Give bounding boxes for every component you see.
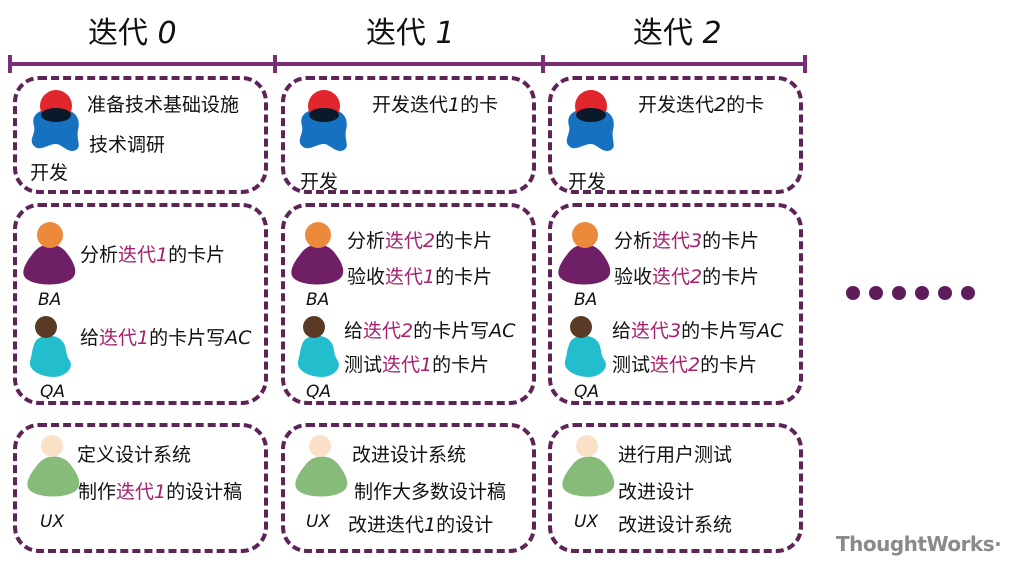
- dot: [846, 286, 860, 300]
- dev-box-iteration-0: [13, 76, 268, 194]
- qa-role-label: QA: [574, 382, 600, 402]
- ba-qa-box-iteration-2: [548, 203, 803, 405]
- ux-box-iteration-2: [548, 423, 803, 553]
- qa-person-icon: [297, 316, 339, 377]
- continuation-dots: [846, 286, 975, 300]
- dev-task-line: 开发迭代1的卡: [372, 94, 499, 116]
- ux-person-icon: [27, 435, 80, 497]
- ux-role-label: UX: [306, 512, 331, 532]
- ba-role-label: BA: [306, 290, 330, 310]
- qa-task-line: 给迭代2的卡片写AC: [344, 320, 516, 342]
- dev-person-icon: [31, 90, 79, 151]
- iteration-1-title: 迭代 1: [366, 16, 455, 51]
- dot: [961, 286, 975, 300]
- ux-task-line: 进行用户测试: [618, 444, 733, 466]
- dev-box-iteration-1: [281, 76, 536, 194]
- ba-role-label: BA: [574, 290, 598, 310]
- ba-qa-box-iteration-0: [13, 203, 268, 405]
- ux-task-line: 制作迭代1的设计稿: [78, 481, 243, 503]
- dev-task-line: 准备技术基础设施: [87, 94, 240, 116]
- ba-person-icon: [23, 222, 76, 285]
- qa-role-label: QA: [306, 382, 332, 402]
- ux-task-line: 改进设计系统: [618, 514, 733, 536]
- timeline-tick: [273, 55, 277, 73]
- ba-task-line: 分析迭代2的卡片: [347, 230, 493, 252]
- ux-task-line: 定义设计系统: [77, 444, 192, 466]
- dev-role-label: 开发: [300, 171, 339, 193]
- ux-task-line: 改进设计: [618, 481, 695, 503]
- qa-person-icon: [564, 316, 606, 377]
- ux-person-icon: [562, 435, 615, 497]
- ux-person-icon: [295, 435, 348, 497]
- dot: [869, 286, 883, 300]
- ba-task-line: 分析迭代1的卡片: [80, 244, 226, 266]
- thoughtworks-logo: ThoughtWorks·: [836, 532, 1002, 556]
- ux-role-label: UX: [40, 512, 65, 532]
- dev-role-label: 开发: [30, 162, 69, 184]
- timeline-bar: [10, 62, 806, 66]
- ba-role-label: BA: [38, 290, 62, 310]
- ux-task-line: 改进设计系统: [352, 444, 467, 466]
- qa-role-label: QA: [40, 382, 66, 402]
- qa-task-line: 测试迭代2的卡片: [612, 354, 758, 376]
- dev-task-line: 开发迭代2的卡: [638, 94, 765, 116]
- qa-person-icon: [29, 316, 71, 377]
- ux-box-iteration-1: [281, 423, 536, 553]
- ba-person-icon: [558, 222, 611, 285]
- ux-task-line: 改进迭代1的设计: [348, 514, 494, 536]
- ba-person-icon: [291, 222, 344, 285]
- ba-task-line: 验收迭代2的卡片: [614, 266, 760, 288]
- qa-task-line: 测试迭代1的卡片: [344, 354, 490, 376]
- timeline-tick: [541, 55, 545, 73]
- ba-task-line: 分析迭代3的卡片: [614, 230, 760, 252]
- ux-task-line: 制作大多数设计稿: [354, 481, 507, 503]
- dev-task-line: 技术调研: [89, 134, 166, 156]
- dot: [892, 286, 906, 300]
- dev-role-label: 开发: [568, 171, 607, 193]
- iteration-0-title: 迭代 0: [88, 16, 177, 51]
- dot: [915, 286, 929, 300]
- qa-task-line: 给迭代1的卡片写AC: [80, 327, 252, 349]
- qa-task-line: 给迭代3的卡片写AC: [612, 320, 784, 342]
- timeline-tick: [8, 55, 12, 73]
- dot: [938, 286, 952, 300]
- ba-qa-box-iteration-1: [281, 203, 536, 405]
- ux-box-iteration-0: [13, 423, 268, 553]
- ba-task-line: 验收迭代1的卡片: [347, 266, 493, 288]
- iteration-2-title: 迭代 2: [633, 16, 722, 51]
- ux-role-label: UX: [574, 512, 599, 532]
- timeline-tick: [803, 55, 807, 73]
- dev-person-icon: [299, 90, 347, 151]
- dev-person-icon: [566, 90, 614, 151]
- dev-box-iteration-2: [548, 76, 803, 194]
